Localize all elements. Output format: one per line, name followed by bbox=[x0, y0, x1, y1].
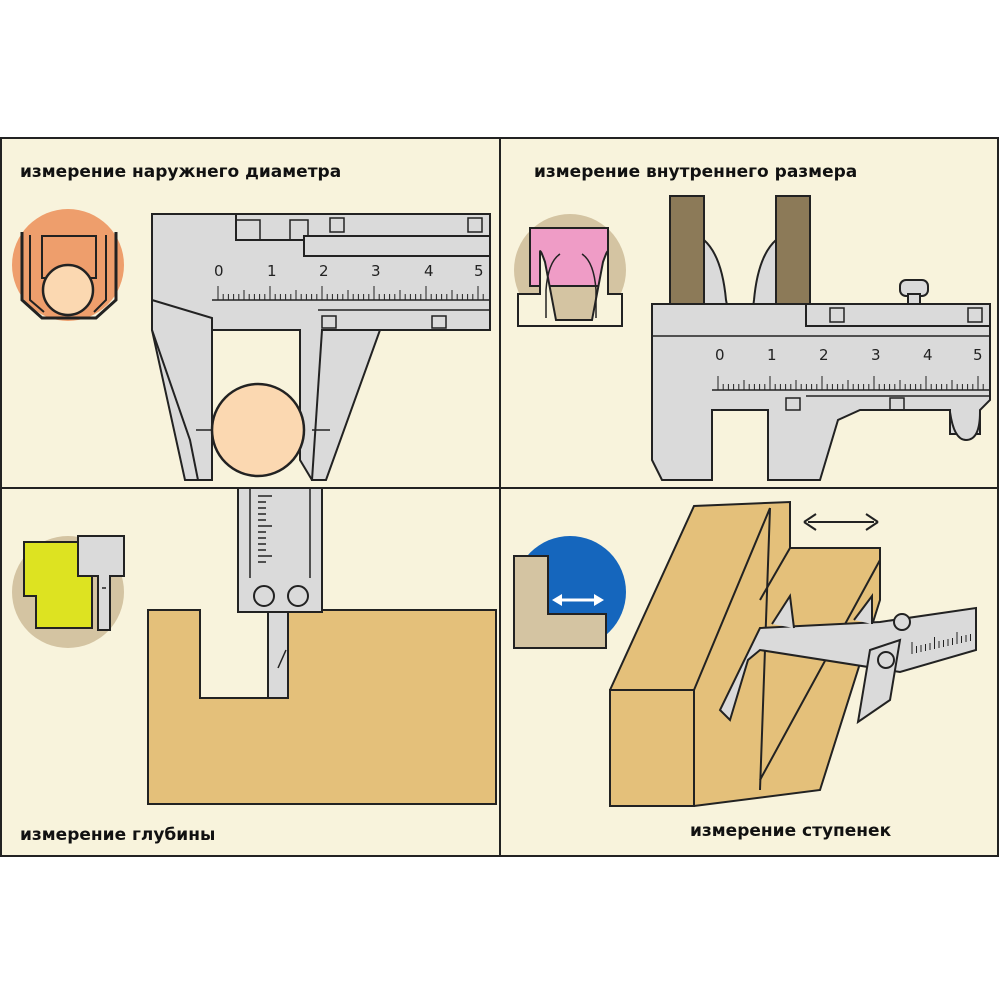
measured-ball bbox=[210, 382, 306, 478]
scale-number: 4 bbox=[424, 262, 434, 280]
scale-number: 1 bbox=[767, 346, 777, 364]
inset-inner-dimension bbox=[514, 214, 626, 327]
caliper-steps bbox=[718, 593, 977, 725]
caption-depth: измерение глубины bbox=[20, 825, 215, 845]
scale-number: 3 bbox=[371, 262, 381, 280]
panel-steps: измерение ступенек bbox=[513, 500, 977, 841]
scale-number: 2 bbox=[319, 262, 329, 280]
wood-block-depth bbox=[147, 609, 497, 805]
scale-numbers-inner: 0 1 2 3 4 5 bbox=[715, 346, 983, 364]
scale-ticks-steps bbox=[911, 632, 971, 654]
scale-number: 5 bbox=[973, 346, 983, 364]
panel-depth: измерение глубины bbox=[12, 487, 497, 845]
caption-steps: измерение ступенек bbox=[690, 821, 892, 841]
panel-inner-dimension: измерение внутреннего размера bbox=[514, 162, 991, 481]
panel-outer-diameter: измерение наружнего диаметра bbox=[12, 162, 491, 481]
inset-outer-diameter bbox=[12, 209, 124, 321]
scale-number: 2 bbox=[819, 346, 829, 364]
scale-numbers-outer: 0 1 2 3 4 5 bbox=[214, 262, 484, 280]
inset-depth bbox=[12, 535, 125, 648]
jaw-post-right bbox=[775, 195, 811, 305]
scale-number: 5 bbox=[474, 262, 484, 280]
scale-number: 1 bbox=[267, 262, 277, 280]
inset-steps bbox=[513, 536, 626, 649]
scale-ticks-inner bbox=[717, 376, 984, 390]
caliper-depth bbox=[237, 487, 323, 699]
scale-ticks-depth bbox=[258, 495, 272, 563]
double-arrow-icon bbox=[803, 513, 879, 531]
scale-number: 3 bbox=[871, 346, 881, 364]
wood-block-steps bbox=[609, 500, 881, 807]
caliper-inner: 0 1 2 3 4 5 bbox=[651, 237, 991, 481]
caption-outer-diameter: измерение наружнего диаметра bbox=[20, 162, 341, 182]
scale-ticks-outer bbox=[217, 286, 484, 300]
scale-number: 0 bbox=[214, 262, 224, 280]
caption-inner-dimension: измерение внутреннего размера bbox=[534, 162, 857, 182]
scale-number: 0 bbox=[715, 346, 725, 364]
caliper-outer: 0 1 2 3 4 5 bbox=[151, 213, 491, 481]
scale-number: 4 bbox=[923, 346, 933, 364]
jaw-post-left bbox=[669, 195, 705, 305]
